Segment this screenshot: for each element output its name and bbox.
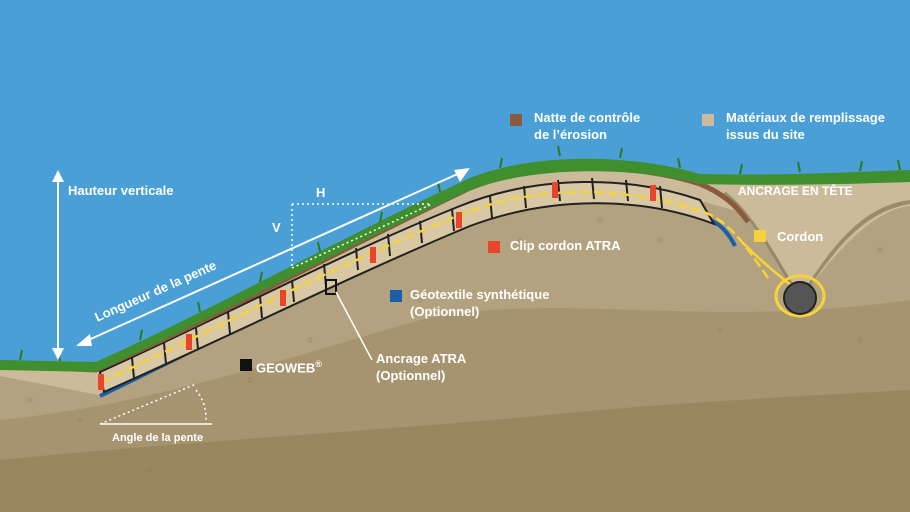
geotextile-line2: (Optionnel) xyxy=(410,304,480,319)
slope-angle-label: Angle de la pente xyxy=(112,432,204,444)
angle-indicator xyxy=(99,383,212,425)
geoweb-label: GEOWEB® xyxy=(256,356,322,376)
geoweb-registered-mark: ® xyxy=(315,359,322,369)
slope-length-arrow xyxy=(76,168,470,346)
clip-swatch xyxy=(488,241,500,253)
geotextile-line1: Géotextile synthétique xyxy=(410,287,550,302)
atra-anchor-marker xyxy=(325,279,337,295)
geoweb-text: GEOWEB xyxy=(256,360,316,376)
natte-line1: Natte de contrôle xyxy=(534,110,641,125)
anchor-ring xyxy=(774,274,826,318)
cordon-label: Cordon xyxy=(777,229,824,244)
atra-anchor-leader xyxy=(335,291,373,361)
soil-layer-deep xyxy=(0,390,910,512)
grass xyxy=(0,158,910,372)
ancrage-atra-label: Ancrage ATRA (Optionnel) xyxy=(376,350,466,384)
height-arrow xyxy=(52,170,64,360)
ancrage-tete-label: ANCRAGE EN TÊTE xyxy=(738,184,853,198)
geotextile-label: Géotextile synthétique (Optionnel) xyxy=(410,286,549,320)
anchor-pipe xyxy=(783,281,817,315)
materiaux-swatch xyxy=(702,114,714,126)
ancrage-line2: (Optionnel) xyxy=(376,368,446,383)
cordon-line xyxy=(101,190,770,384)
hv-triangle xyxy=(291,203,433,269)
materiaux-line1: Matériaux de remplissage xyxy=(726,110,885,125)
natte-swatch xyxy=(510,114,522,126)
geoweb-swatch xyxy=(240,359,252,371)
geoweb-band xyxy=(98,181,717,394)
atra-clips xyxy=(98,182,656,390)
natte-line2: de l’érosion xyxy=(534,127,607,142)
cordon-swatch xyxy=(754,230,766,242)
v-label: V xyxy=(272,220,281,235)
geotextile-swatch xyxy=(390,290,402,302)
natte-label: Natte de contrôle de l’érosion xyxy=(534,109,640,143)
soil-texture xyxy=(27,217,883,473)
vertical-height-label: Hauteur verticale xyxy=(68,183,174,198)
clip-label: Clip cordon ATRA xyxy=(510,238,621,253)
materiaux-label: Matériaux de remplissage issus du site xyxy=(726,109,885,143)
materiaux-line2: issus du site xyxy=(726,127,805,142)
ancrage-line1: Ancrage ATRA xyxy=(376,351,467,366)
h-label: H xyxy=(316,185,326,200)
